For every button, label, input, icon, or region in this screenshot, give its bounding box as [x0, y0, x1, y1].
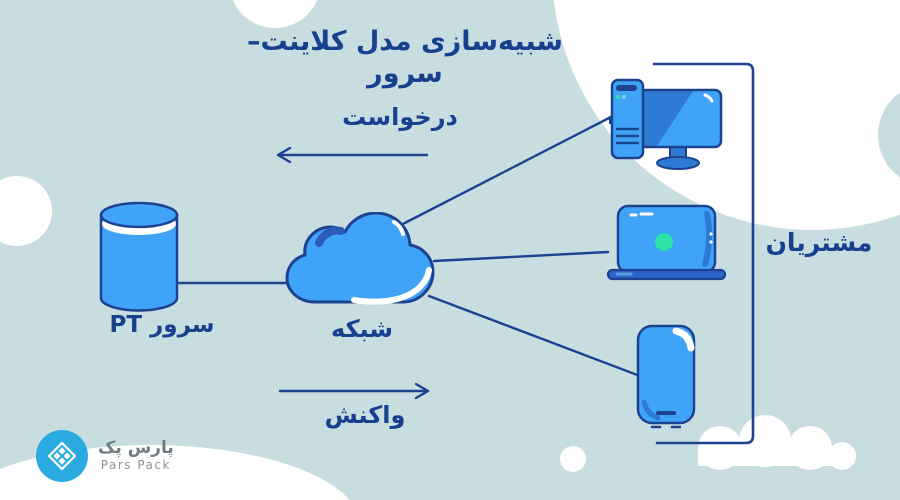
smartphone-client-icon [636, 324, 696, 429]
brand-name-en: Pars Pack [100, 458, 171, 473]
parspack-logo-icon [36, 430, 88, 482]
network-laptop-line [432, 250, 610, 263]
server-label: سرور PT [109, 312, 215, 338]
request-arrow [276, 146, 429, 164]
network-desktop-line [397, 116, 611, 228]
server-database-icon [99, 201, 179, 312]
response-label: واکنش [324, 401, 406, 429]
response-arrow [278, 382, 430, 400]
network-phone-line [427, 294, 642, 378]
brand-name-fa: پارس پک [98, 438, 174, 459]
parspack-diamond-icon [47, 441, 77, 471]
network-cloud-icon [285, 212, 435, 305]
desktop-client-icon [609, 78, 723, 170]
clients-bracket [652, 62, 755, 445]
decorative-cloud [698, 415, 856, 470]
network-label: شبکه [331, 315, 393, 343]
parspack-logo: پارس پک Pars Pack [36, 430, 174, 482]
clients-label: مشتریان [765, 228, 873, 257]
decorative-blob [560, 446, 586, 472]
brand-name: پارس پک Pars Pack [98, 439, 174, 472]
request-label: درخواست [342, 103, 458, 131]
diagram-title: شبیه‌سازی مدل کلاینت–سرور [247, 26, 563, 90]
laptop-client-icon [606, 204, 727, 281]
